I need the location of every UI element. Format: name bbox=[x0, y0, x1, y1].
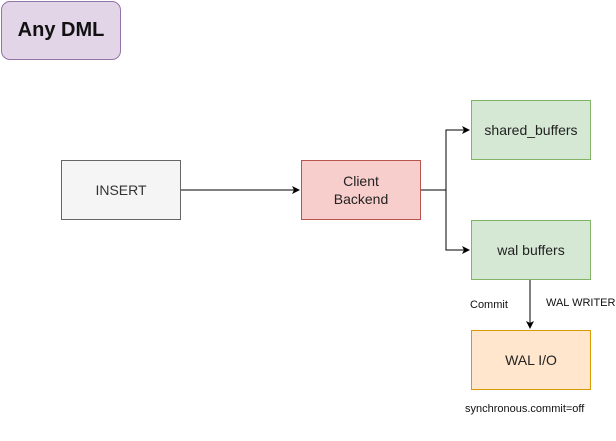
synchronous-commit-label: synchronous.commit=off bbox=[465, 403, 585, 415]
client-backend-label: Client Backend bbox=[334, 172, 388, 208]
client-backend-label-line2: Backend bbox=[333, 191, 389, 207]
insert-node: INSERT bbox=[61, 160, 181, 220]
arrow-backend-to-wal-buffers bbox=[445, 190, 470, 254]
client-backend-node: Client Backend bbox=[301, 160, 421, 220]
insert-node-label: INSERT bbox=[95, 182, 147, 198]
commit-label: Commit bbox=[470, 299, 508, 311]
wal-writer-label: WAL WRITER bbox=[546, 297, 616, 309]
wal-buffers-node: wal buffers bbox=[471, 220, 591, 280]
shared-buffers-label: shared_buffers bbox=[484, 122, 578, 138]
wal-io-node: WAL I/O bbox=[471, 330, 591, 390]
title-box: Any DML bbox=[1, 1, 121, 60]
diagram-title: Any DML bbox=[17, 19, 105, 41]
client-backend-label-line1: Client bbox=[343, 173, 379, 189]
wal-buffers-label: wal buffers bbox=[497, 242, 565, 258]
wal-io-label: WAL I/O bbox=[505, 352, 557, 368]
arrow-backend-to-shared-buffers bbox=[421, 126, 470, 191]
shared-buffers-node: shared_buffers bbox=[471, 100, 591, 160]
